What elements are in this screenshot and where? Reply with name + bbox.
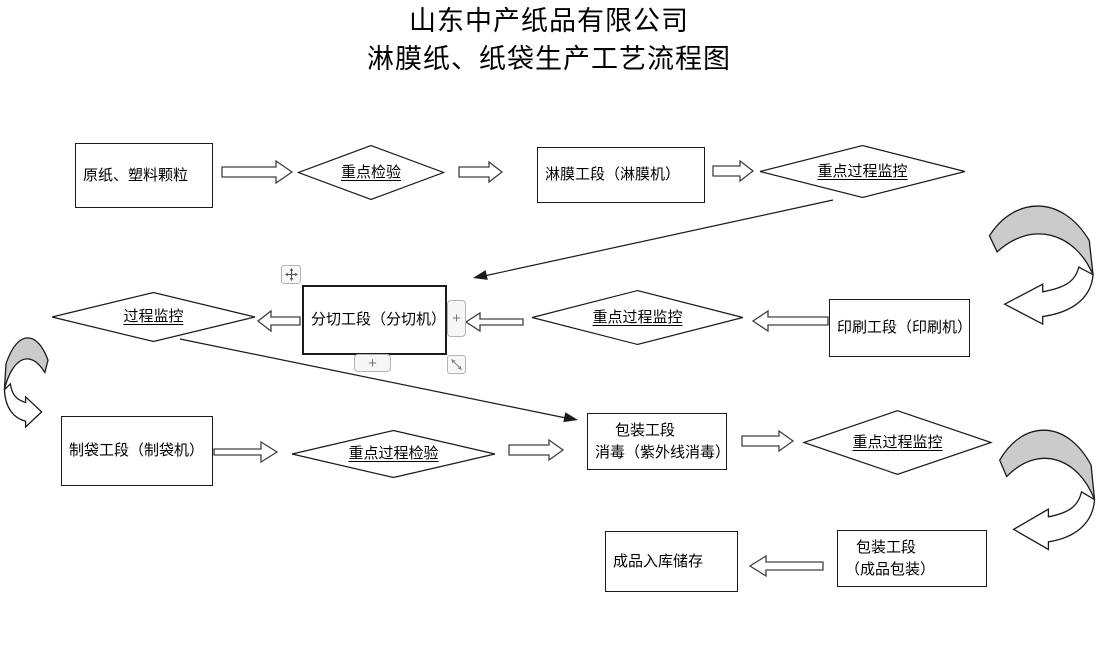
node-key-process-monitor-2[interactable]: 重点过程监控 — [530, 290, 745, 345]
node-label: 制袋工段（制袋机） — [69, 443, 205, 459]
node-key-process-monitor-3[interactable]: 重点过程监控 — [802, 410, 993, 475]
node-key-process-monitor-1[interactable]: 重点过程监控 — [758, 145, 967, 198]
node-label-line2: 消毒（紫外线消毒） — [595, 444, 731, 461]
arrow-inspection2-to-packaging[interactable] — [508, 438, 565, 462]
plus-icon: + — [452, 310, 461, 327]
arrow-bagmaking-to-inspection2[interactable] — [213, 440, 279, 464]
arrow-printing-to-monitor2[interactable] — [751, 309, 829, 333]
node-packaging-finished[interactable]: 包装工段 （成品包装） — [837, 530, 987, 587]
node-printing[interactable]: 印刷工段（印刷机） — [829, 299, 973, 357]
resize-handle[interactable] — [447, 355, 466, 374]
node-label: 重点过程监控 — [852, 434, 943, 451]
node-label-line2: （成品包装） — [845, 561, 936, 578]
curved-arrow-row2-to-row3[interactable] — [4, 338, 48, 427]
node-label-line1: 包装工段 — [615, 422, 676, 439]
arrow-raw-to-inspection[interactable] — [221, 159, 294, 185]
arrow-monitor2-to-slitting[interactable] — [464, 311, 524, 333]
curved-arrow-row3-to-row4[interactable] — [1000, 430, 1095, 549]
arrow-slitting-to-process-monitor[interactable] — [256, 309, 301, 333]
node-label: 分切工段（分切机） — [311, 312, 447, 328]
node-label: 淋膜工段（淋膜机） — [545, 167, 681, 183]
move-handle[interactable] — [281, 265, 301, 284]
node-bag-making[interactable]: 制袋工段（制袋机） — [61, 416, 213, 486]
node-label: 原纸、塑料颗粒 — [83, 167, 189, 184]
node-label: 过程监控 — [123, 309, 184, 325]
arrow-packaging-to-monitor3[interactable] — [741, 429, 795, 453]
node-key-process-inspection[interactable]: 重点过程检验 — [290, 430, 497, 478]
page-title: 山东中产纸品有限公司 淋膜纸、纸袋生产工艺流程图 — [0, 2, 1098, 78]
connect-plus-bottom-handle[interactable]: + — [354, 354, 391, 372]
node-key-inspection[interactable]: 重点检验 — [297, 145, 445, 200]
node-label: 成品入库储存 — [613, 553, 704, 570]
flowchart-title: 淋膜纸、纸袋生产工艺流程图 — [367, 44, 731, 74]
node-raw-material[interactable]: 原纸、塑料颗粒 — [75, 143, 213, 208]
node-label: 印刷工段（印刷机） — [837, 320, 973, 336]
arrow-packfinished-to-storage[interactable] — [748, 554, 824, 578]
diagonal-arrow-monitor1-to-slitting[interactable] — [473, 199, 834, 280]
node-label: 重点过程监控 — [592, 309, 683, 326]
node-label-line1: 包装工段 — [856, 539, 917, 556]
arrow-inspection-to-laminating[interactable] — [458, 160, 504, 184]
node-process-monitor[interactable]: 过程监控 — [50, 292, 257, 342]
curved-arrow-row1-to-row2[interactable] — [990, 206, 1094, 324]
resize-diagonal-icon — [450, 358, 463, 371]
node-slitting[interactable]: 分切工段（分切机） — [302, 285, 447, 355]
node-packaging-sterilize[interactable]: 包装工段 消毒（紫外线消毒） — [587, 413, 731, 470]
arrow-laminating-to-monitor1[interactable] — [712, 159, 755, 183]
node-label: 重点检验 — [340, 164, 401, 181]
node-finished-storage[interactable]: 成品入库储存 — [605, 531, 738, 592]
company-name: 山东中产纸品有限公司 — [409, 6, 689, 36]
plus-icon: + — [368, 354, 377, 372]
node-laminating[interactable]: 淋膜工段（淋膜机） — [537, 147, 705, 203]
node-label: 重点过程监控 — [817, 163, 908, 180]
move-icon — [284, 268, 298, 281]
diagonal-arrow-process-monitor-to-packaging[interactable] — [179, 338, 578, 423]
connect-plus-right-handle[interactable]: + — [447, 300, 466, 337]
node-label: 重点过程检验 — [348, 446, 439, 462]
